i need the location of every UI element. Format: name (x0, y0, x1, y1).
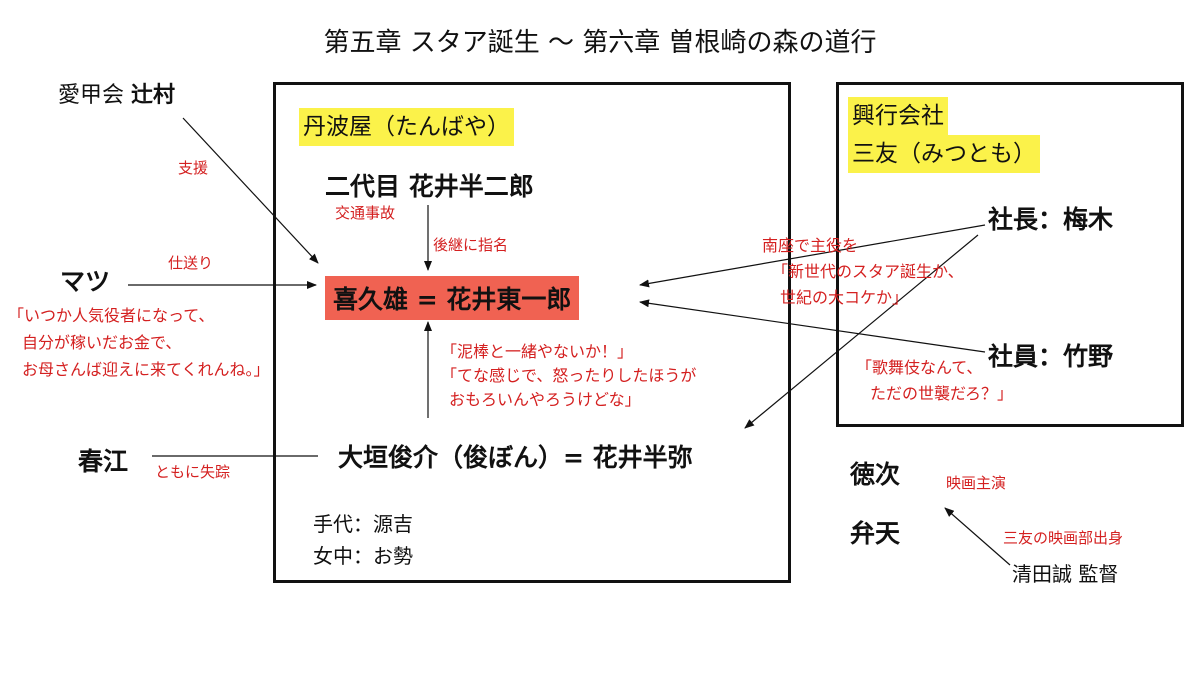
president-quote-line: 世紀の大コケか」 (780, 288, 909, 307)
shunsuke-quote-line: おもろいんやろうけどな」 (449, 390, 641, 409)
disappear-label: ともに失踪 (155, 463, 231, 481)
matsu-quote-line: 「いつか人気役者になって、 (8, 306, 215, 325)
president-quote-line: 南座で主役を (762, 236, 859, 255)
arrow-umeki-to-kikuo (639, 224, 986, 288)
mitomo-box (836, 82, 1184, 427)
matsu-quote-line: お母さんば迎えに来てくれんね。」 (22, 360, 270, 379)
arrow-umeki-to-shunsuke (744, 234, 979, 429)
mitomo-label-line1: 興行会社 (848, 97, 948, 135)
arrow-director-to-film (944, 507, 1011, 566)
employee-quote: 「歌舞伎なんて、 ただの世襲だろ？」 (856, 355, 1013, 407)
allowance-label: 仕送り (168, 254, 214, 272)
nidaime-hanai-hanjiro: 二代目 花井半二郎 (325, 172, 534, 201)
employee-quote-line: ただの世襲だろ？」 (870, 384, 1014, 403)
mitomo-label: 興行会社 三友（みつとも） (848, 97, 1040, 173)
tanbaya-box (273, 82, 791, 583)
support-label: 支援 (178, 159, 209, 177)
matsu-quote-line: 自分が稼いだお金で、 (22, 333, 182, 352)
kikuo-hanai-toichiro: 喜久雄 = 花井東一郎 (325, 276, 580, 320)
tanbaya-staff: 手代：源吉 女中：お勢 (313, 508, 413, 572)
aikoukai-label: 愛甲会 (58, 83, 131, 108)
shunsuke-quote-line: 「てな感じで、怒ったりしたほうが (441, 366, 697, 385)
director-origin-label: 三友の映画部出身 (1003, 529, 1124, 547)
arrow-tsujimura-to-kikuo (182, 117, 319, 264)
employee-takeno: 社員：竹野 (988, 342, 1114, 371)
benten-name: 弁天 (850, 519, 901, 548)
mitomo-label-line2: 三友（みつとも） (848, 135, 1040, 173)
tsujimura-name: 辻村 (131, 83, 176, 108)
film-starring-label: 映画主演 (946, 474, 1007, 492)
tokuji-name: 徳次 (850, 460, 901, 489)
harue-name: 春江 (78, 447, 129, 476)
president-umeki: 社長：梅木 (988, 205, 1114, 234)
employee-quote-line: 「歌舞伎なんて、 (856, 358, 983, 377)
arrow-takeno-to-kikuo (639, 299, 986, 353)
matsu-name: マツ (60, 267, 111, 296)
director-kiyota: 清田誠 監督 (1012, 562, 1119, 586)
matsu-quote: 「いつか人気役者になって、 自分が稼いだお金で、 お母さんば迎えに来てくれんね。… (8, 302, 270, 383)
shunsuke-hanai-hanya: 大垣俊介（俊ぼん）= 花井半弥 (338, 443, 693, 472)
tanbaya-label: 丹波屋（たんばや） (299, 108, 514, 146)
shunsuke-quote-line: 「泥棒と一緒やないか！」 (441, 342, 634, 361)
successor-label: 後継に指名 (433, 236, 509, 254)
shunsuke-quote: 「泥棒と一緒やないか！」 「てな感じで、怒ったりしたほうが おもろいんやろうけど… (441, 340, 696, 412)
page-title: 第五章 スタア誕生 〜 第六章 曽根崎の森の道行 (323, 28, 877, 58)
president-quote-line: 「新世代のスタア誕生か、 (772, 262, 964, 281)
staff-genkichi: 手代：源吉 (313, 512, 413, 536)
president-quote: 南座で主役を 「新世代のスタア誕生か、 世紀の大コケか」 (762, 233, 964, 311)
accident-label: 交通事故 (335, 204, 396, 222)
staff-osei: 女中：お勢 (313, 544, 413, 568)
aikoukai-tsujimura: 愛甲会 辻村 (58, 77, 175, 109)
